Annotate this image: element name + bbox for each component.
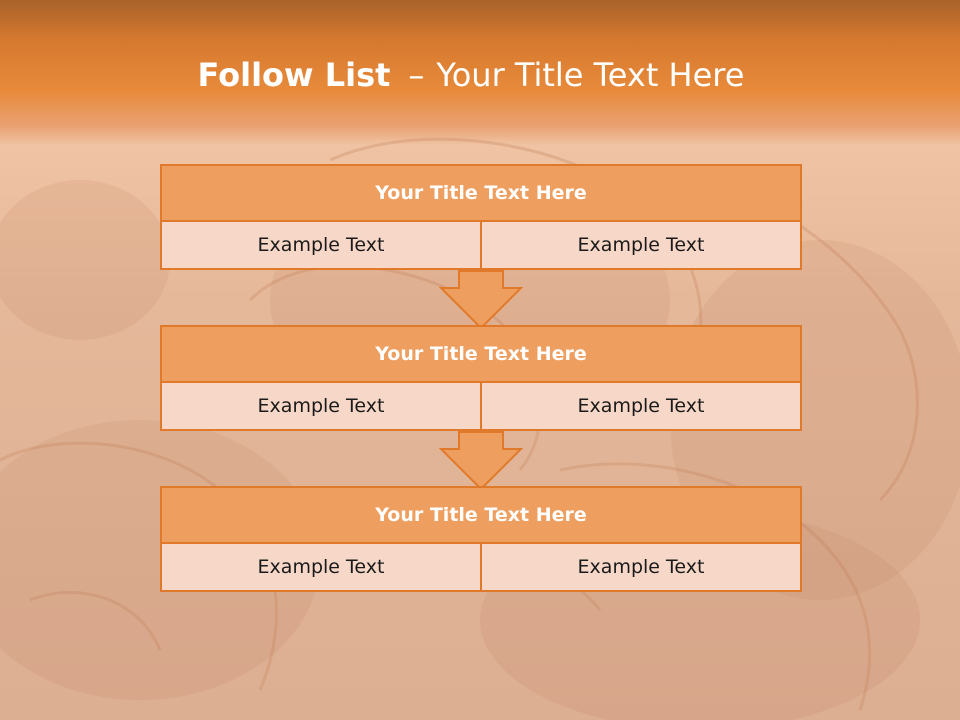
block-cell-left: Example Text [160, 220, 482, 270]
block-title: Your Title Text Here [160, 164, 802, 222]
block-cell-left: Example Text [160, 381, 482, 431]
down-arrow-icon [439, 270, 523, 330]
block-title: Your Title Text Here [160, 325, 802, 383]
block-title: Your Title Text Here [160, 486, 802, 544]
down-arrow-icon [439, 431, 523, 491]
block-cell-right: Example Text [480, 542, 802, 592]
block-cell-right: Example Text [480, 220, 802, 270]
block-cell-left: Example Text [160, 542, 482, 592]
slide-title-strong: Follow List [197, 56, 391, 94]
slide-title-rest: Your Title Text Here [436, 56, 745, 94]
slide-title-separator: – [408, 56, 425, 94]
slide-title: Follow List–Your Title Text Here [0, 52, 942, 98]
block-cell-right: Example Text [480, 381, 802, 431]
